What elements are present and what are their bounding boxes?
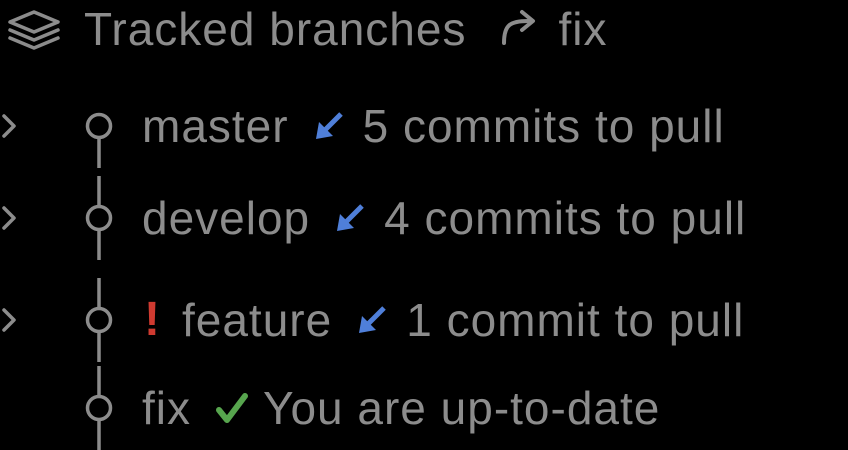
branch-node-icon [84,366,114,450]
branch-row-develop[interactable]: develop 4 commits to pull [0,176,747,260]
arrow-down-left-icon [332,200,368,236]
branch-status: 1 commit to pull [406,294,745,346]
arrow-down-left-icon [354,302,390,338]
branch-name: fix [142,382,191,434]
current-branch-label: fix [558,3,608,55]
panel-title: Tracked branches [84,3,467,55]
chevron-right-icon[interactable] [0,204,20,232]
chevron-right-icon[interactable] [0,306,20,334]
arrow-hook-right-icon [496,9,544,49]
alert-icon: ! [144,293,160,346]
arrow-down-left-icon [311,108,347,144]
chevron-right-icon[interactable] [0,112,20,140]
layers-icon [6,6,62,52]
branch-node-icon [84,176,114,260]
branch-row-master[interactable]: master 5 commits to pull [0,98,725,168]
branch-row-fix[interactable]: fix You are up-to-date [0,366,661,450]
branch-name: develop [142,192,311,244]
branch-status: 4 commits to pull [384,192,747,244]
branch-row-feature[interactable]: ! feature 1 commit to pull [0,278,745,362]
branch-node-icon [84,278,114,362]
branch-status: 5 commits to pull [362,100,725,152]
panel-header: Tracked branches fix [6,6,607,52]
branch-name: master [142,100,289,152]
check-icon [211,390,253,426]
branch-name: feature [181,294,333,346]
branch-status: You are up-to-date [263,382,661,434]
branch-node-icon [84,84,114,168]
